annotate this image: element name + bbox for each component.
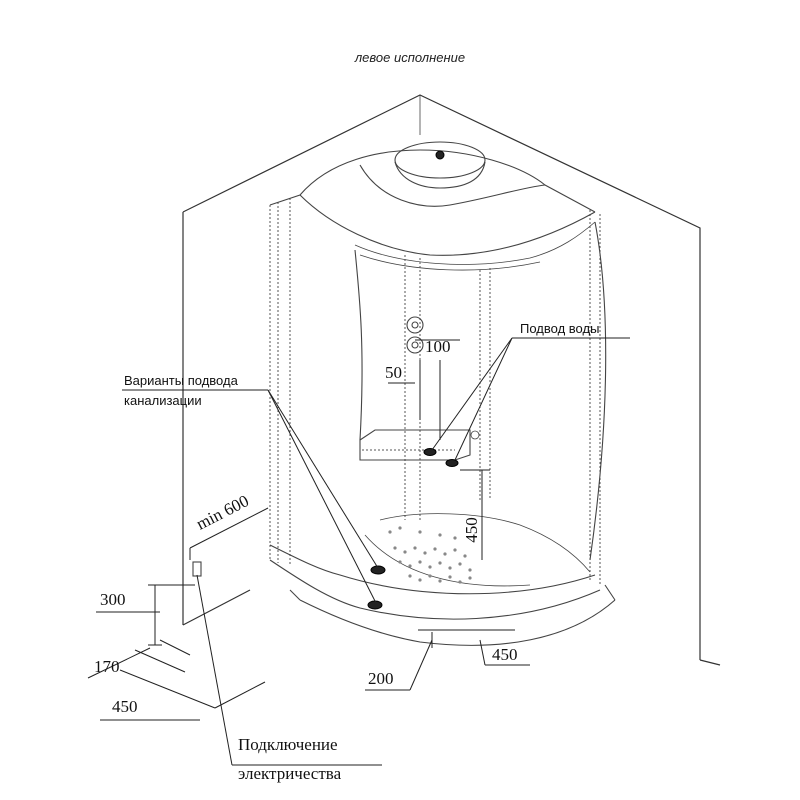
dimension-100: 100 [425,337,451,356]
tray-jets [388,526,472,584]
dim-min600-lines [189,507,269,560]
dimension-170: 170 [94,657,120,676]
dimension-450-left: 450 [112,697,138,716]
dimension-min600: min 600 [193,491,252,533]
dim-100-50-lines [388,339,460,440]
water-supply-leaders [431,337,630,461]
drain-ports [367,565,386,610]
dim-200-lines [365,632,433,691]
water-supply-label: Подвод воды [520,321,599,336]
dim-450-right-lines [418,629,530,666]
electrical-outlet [192,561,382,766]
dimension-450-vertical: 450 [462,517,481,543]
electrical-connection-label-line1: Подключение [238,735,338,754]
dimension-450-right: 450 [492,645,518,664]
dim-300-lines [96,584,195,646]
drain-options-leaders [122,389,379,604]
drain-options-label-line1: Варианты подвода [124,373,239,388]
dimension-200: 200 [368,669,394,688]
room-walls [182,94,721,666]
dim-170-lines [87,639,191,679]
diagram-title: левое исполнение [354,50,465,65]
water-supply-ports [423,448,459,467]
drain-options-label-line2: канализации [124,393,202,408]
dim-450-left-lines [100,669,266,721]
shower-cabin [269,141,616,646]
dimension-300: 300 [100,590,126,609]
dim-450-vertical-lines [460,469,490,560]
dimension-50: 50 [385,363,402,382]
electrical-connection-label-line2: электричества [238,764,342,783]
